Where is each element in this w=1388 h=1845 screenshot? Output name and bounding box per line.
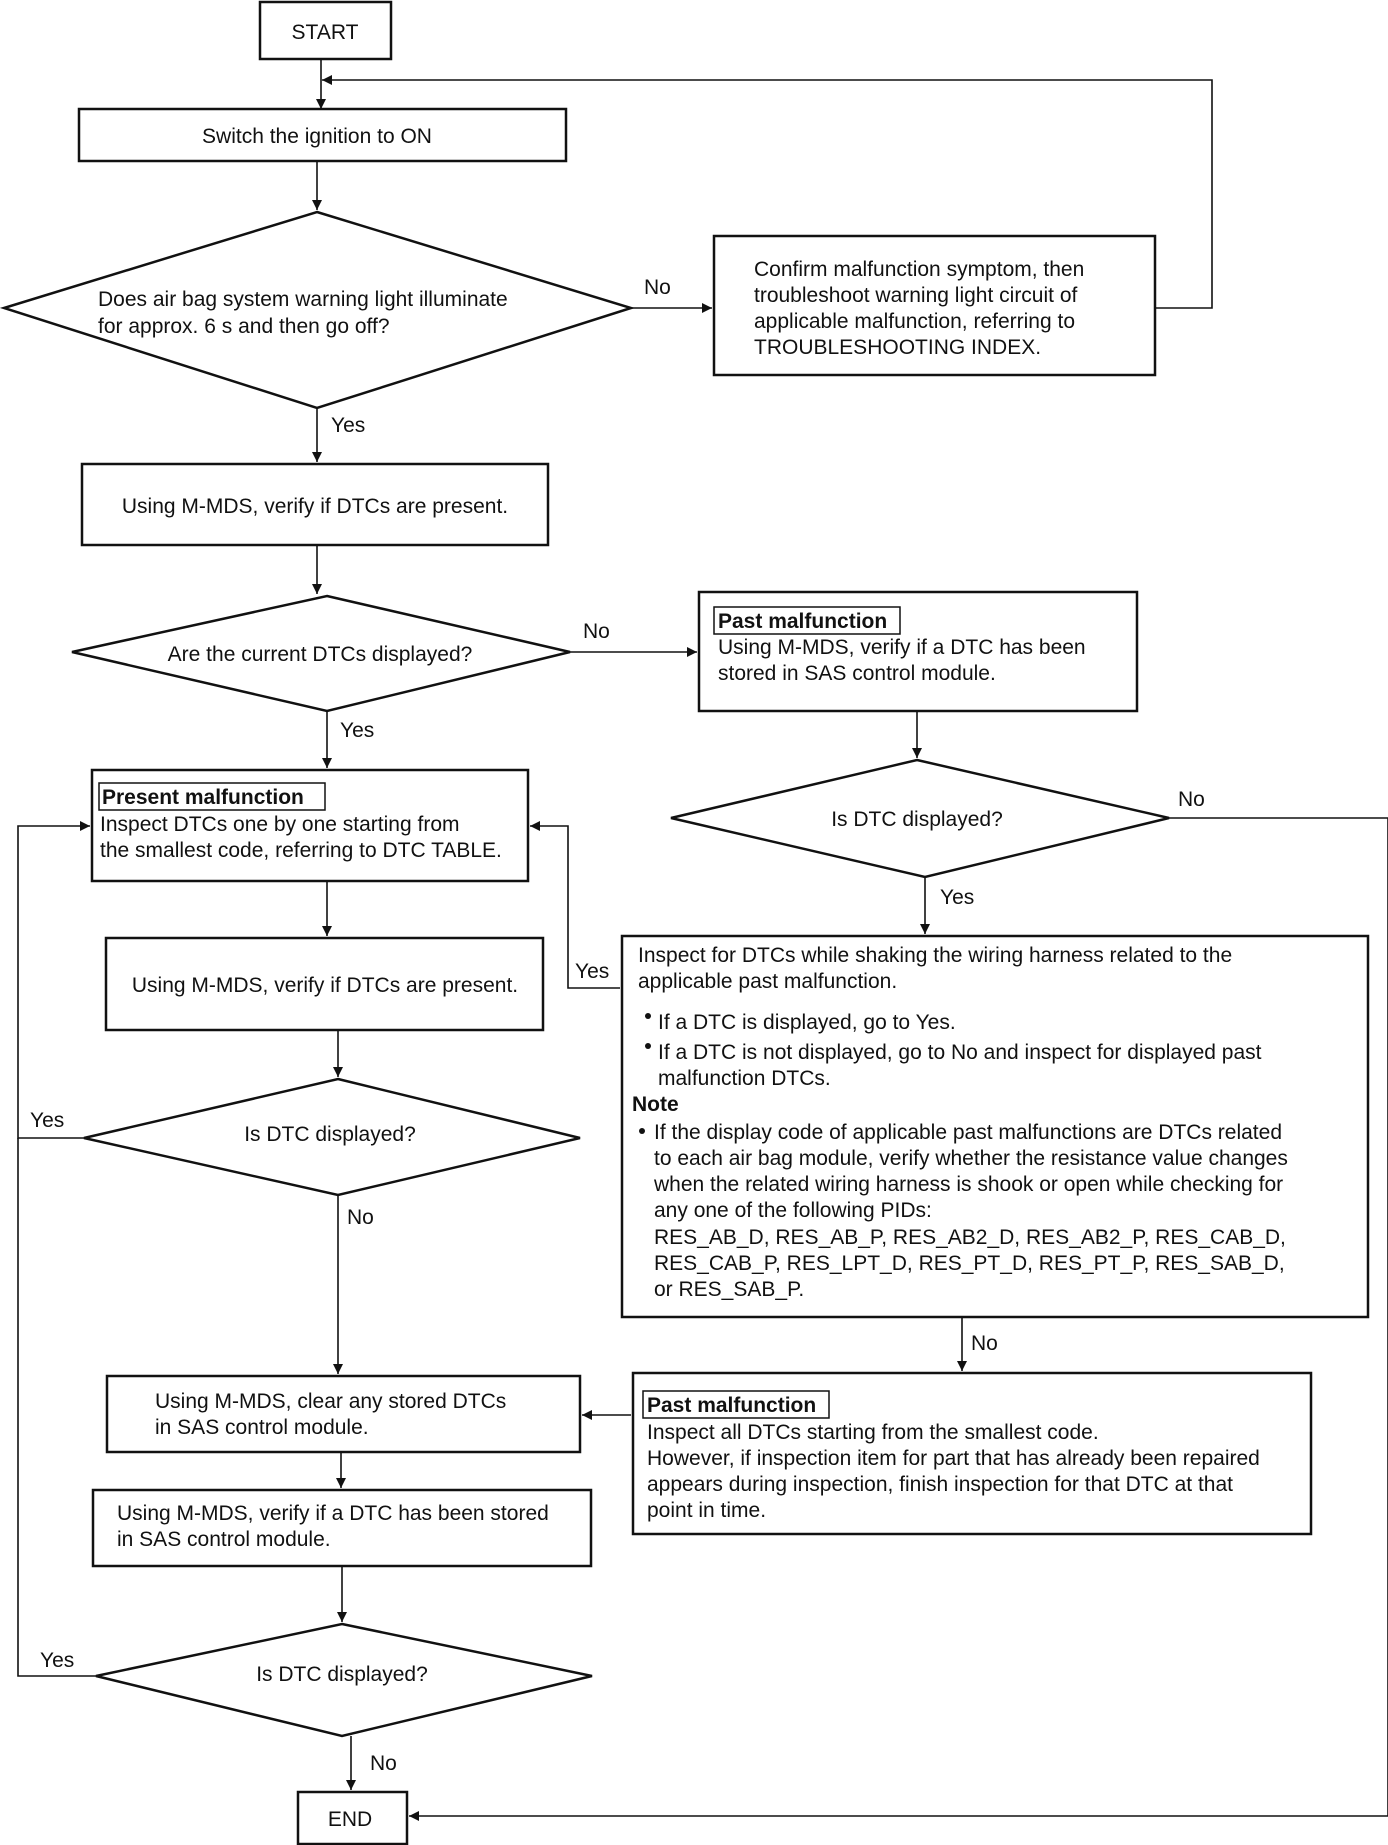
- confirm-line-4: TROUBLESHOOTING INDEX.: [754, 336, 1041, 359]
- ignition-text: Switch the ignition to ON: [202, 125, 432, 148]
- dtc2-text: Is DTC displayed?: [244, 1123, 416, 1146]
- step-past-malfunction-verify: Past malfunction Using M-MDS, verify if …: [697, 590, 1139, 713]
- bullet-icon: [645, 1043, 651, 1049]
- clear-line-2: in SAS control module.: [155, 1416, 369, 1439]
- label-yes: Yes: [575, 960, 609, 983]
- confirm-line-2: troubleshoot warning light circuit of: [754, 284, 1078, 307]
- past1-line-1: Using M-MDS, verify if a DTC has been: [718, 636, 1086, 659]
- shake-intro-1: Inspect for DTCs while shaking the wirin…: [638, 944, 1232, 967]
- label-no: No: [347, 1206, 374, 1229]
- verify1-text: Using M-MDS, verify if DTCs are present.: [122, 495, 508, 518]
- note-line-5: RES_AB_D, RES_AB_P, RES_AB2_D, RES_AB2_P…: [654, 1226, 1286, 1249]
- past1-line-2: stored in SAS control module.: [718, 662, 996, 685]
- connectors: [17, 59, 1388, 1821]
- decision-dtc-displayed-3: Is DTC displayed?: [95, 1622, 593, 1738]
- label-no: No: [1178, 788, 1205, 811]
- step-clear-dtcs: Using M-MDS, clear any stored DTCs in SA…: [105, 1374, 582, 1454]
- note-line-7: or RES_SAB_P.: [654, 1278, 804, 1301]
- present-title: Present malfunction: [102, 786, 304, 809]
- confirm-line-1: Confirm malfunction symptom, then: [754, 258, 1084, 281]
- note-line-2: to each air bag module, verify whether t…: [654, 1147, 1288, 1170]
- step-confirm-symptom: Confirm malfunction symptom, then troubl…: [712, 234, 1157, 377]
- bullet-icon: [645, 1013, 651, 1019]
- verify3-line-1: Using M-MDS, verify if a DTC has been st…: [117, 1502, 549, 1525]
- end-terminal: END: [296, 1790, 409, 1845]
- present-line-2: the smallest code, referring to DTC TABL…: [100, 839, 502, 862]
- step-past-malfunction-inspect: Past malfunction Inspect all DTCs starti…: [631, 1371, 1313, 1536]
- label-yes: Yes: [331, 414, 365, 437]
- step-shake-harness: Inspect for DTCs while shaking the wirin…: [620, 934, 1370, 1319]
- past2-line-1: Inspect all DTCs starting from the small…: [647, 1421, 1099, 1444]
- connector-loop-back: [322, 75, 1213, 309]
- confirm-line-3: applicable malfunction, referring to: [754, 310, 1075, 333]
- start-label: START: [292, 21, 359, 44]
- step-present-malfunction: Present malfunction Inspect DTCs one by …: [90, 768, 530, 883]
- shake-bullet-1: If a DTC is displayed, go to Yes.: [658, 1011, 956, 1034]
- note-title: Note: [632, 1093, 679, 1116]
- present-line-1: Inspect DTCs one by one starting from: [100, 813, 460, 836]
- past2-line-4: point in time.: [647, 1499, 766, 1522]
- warning-emphasis: approx. 6 s: [128, 315, 232, 338]
- start-terminal: START: [258, 0, 393, 61]
- shake-intro-2: applicable past malfunction.: [638, 970, 897, 993]
- clear-line-1: Using M-MDS, clear any stored DTCs: [155, 1390, 506, 1413]
- verify2-text: Using M-MDS, verify if DTCs are present.: [132, 974, 518, 997]
- note-line-3: when the related wiring harness is shook…: [653, 1173, 1283, 1196]
- connector-dtc3-yes-loop: [17, 1138, 96, 1677]
- decision-warning-light: Does air bag system warning light illumi…: [0, 210, 636, 410]
- warning-line-1: Does air bag system warning light illumi…: [98, 288, 508, 311]
- past2-line-3: appears during inspection, finish inspec…: [647, 1473, 1233, 1496]
- verify3-line-2: in SAS control module.: [117, 1528, 331, 1551]
- dtc3-text: Is DTC displayed?: [256, 1663, 428, 1686]
- current-dtcs-text: Are the current DTCs displayed?: [168, 643, 473, 666]
- label-no: No: [370, 1752, 397, 1775]
- decision-dtc-displayed-2: Is DTC displayed?: [83, 1077, 581, 1197]
- connector-dtc2-yes-loop: [17, 821, 90, 1139]
- branch-labels: No Yes No Yes No Yes Yes Yes No No Yes N…: [30, 276, 1205, 1775]
- end-label: END: [328, 1808, 372, 1831]
- label-no: No: [583, 620, 610, 643]
- shake-bullet-2a: If a DTC is not displayed, go to No and …: [658, 1041, 1262, 1064]
- decision-dtc-displayed-1: Is DTC displayed?: [670, 758, 1170, 879]
- shake-bullet-2b: malfunction DTCs.: [658, 1067, 831, 1090]
- step-verify-dtcs-1: Using M-MDS, verify if DTCs are present.: [80, 462, 550, 547]
- note-line-6: RES_CAB_P, RES_LPT_D, RES_PT_D, RES_PT_P…: [654, 1252, 1285, 1275]
- label-yes: Yes: [40, 1649, 74, 1672]
- step-verify-dtcs-3: Using M-MDS, verify if a DTC has been st…: [91, 1488, 593, 1568]
- step-verify-dtcs-2: Using M-MDS, verify if DTCs are present.: [104, 936, 545, 1032]
- connector-shake-yes: [530, 821, 620, 989]
- label-yes: Yes: [340, 719, 374, 742]
- decision-current-dtcs: Are the current DTCs displayed?: [71, 594, 571, 713]
- past1-title: Past malfunction: [718, 610, 887, 633]
- bullet-icon: [639, 1128, 645, 1134]
- label-yes: Yes: [30, 1109, 64, 1132]
- past2-title: Past malfunction: [647, 1394, 816, 1417]
- label-no: No: [971, 1332, 998, 1355]
- connector-dtc1-no-to-end: [409, 817, 1388, 1821]
- label-yes: Yes: [940, 886, 974, 909]
- past2-line-2: However, if inspection item for part tha…: [647, 1447, 1260, 1470]
- warning-line-2: for approx. 6 s and then go off?: [98, 315, 390, 338]
- note-line-1: If the display code of applicable past m…: [654, 1121, 1282, 1144]
- dtc1-text: Is DTC displayed?: [831, 808, 1003, 831]
- note-line-4: any one of the following PIDs:: [654, 1199, 932, 1222]
- step-ignition-on: Switch the ignition to ON: [77, 107, 568, 163]
- label-no: No: [644, 276, 671, 299]
